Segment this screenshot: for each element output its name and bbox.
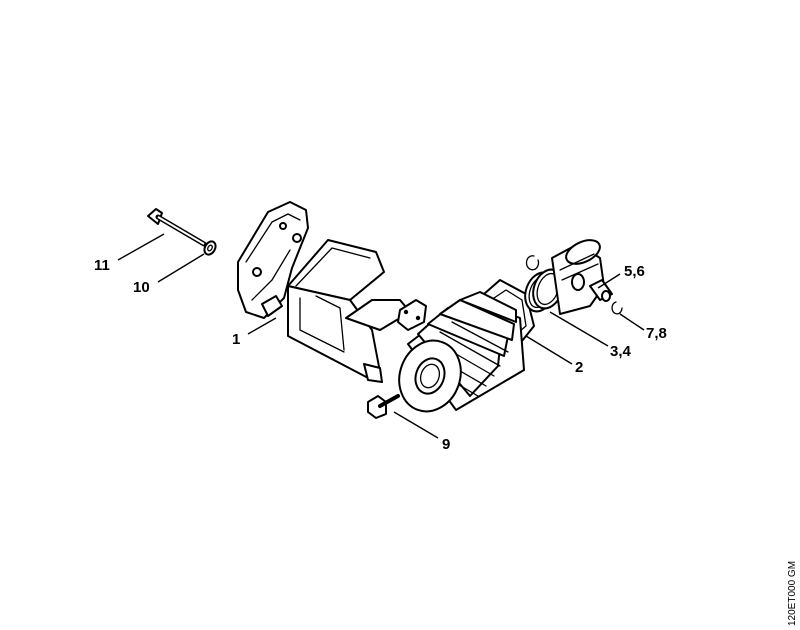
drawing-code: 120ET000 GM xyxy=(787,561,798,626)
callout-10: 10 xyxy=(133,279,150,296)
gasket-flange xyxy=(397,299,427,331)
leader-78 xyxy=(619,313,645,331)
part-1-bracket xyxy=(237,201,411,383)
callout-1: 1 xyxy=(232,331,240,348)
part-9-screw xyxy=(367,394,400,419)
leader-9 xyxy=(393,411,439,439)
cylinder xyxy=(398,291,525,413)
part-5-6-piston-pin xyxy=(589,279,613,302)
leader-34 xyxy=(549,311,609,347)
leader-11 xyxy=(117,233,165,261)
callout-11: 11 xyxy=(94,257,110,274)
callout-5-6: 5,6 xyxy=(624,263,645,280)
part-7-8-circlips xyxy=(525,255,623,315)
piston xyxy=(551,239,605,315)
callout-3-4: 3,4 xyxy=(610,343,632,360)
leader-2 xyxy=(525,335,573,365)
callout-7-8: 7,8 xyxy=(646,325,667,342)
part-10-washer xyxy=(203,240,217,256)
leader-56 xyxy=(597,273,621,289)
leader-1 xyxy=(247,317,277,335)
callout-2: 2 xyxy=(575,359,583,376)
leader-10 xyxy=(157,253,205,283)
callout-9: 9 xyxy=(442,436,450,453)
part-11-bolt xyxy=(147,208,207,247)
